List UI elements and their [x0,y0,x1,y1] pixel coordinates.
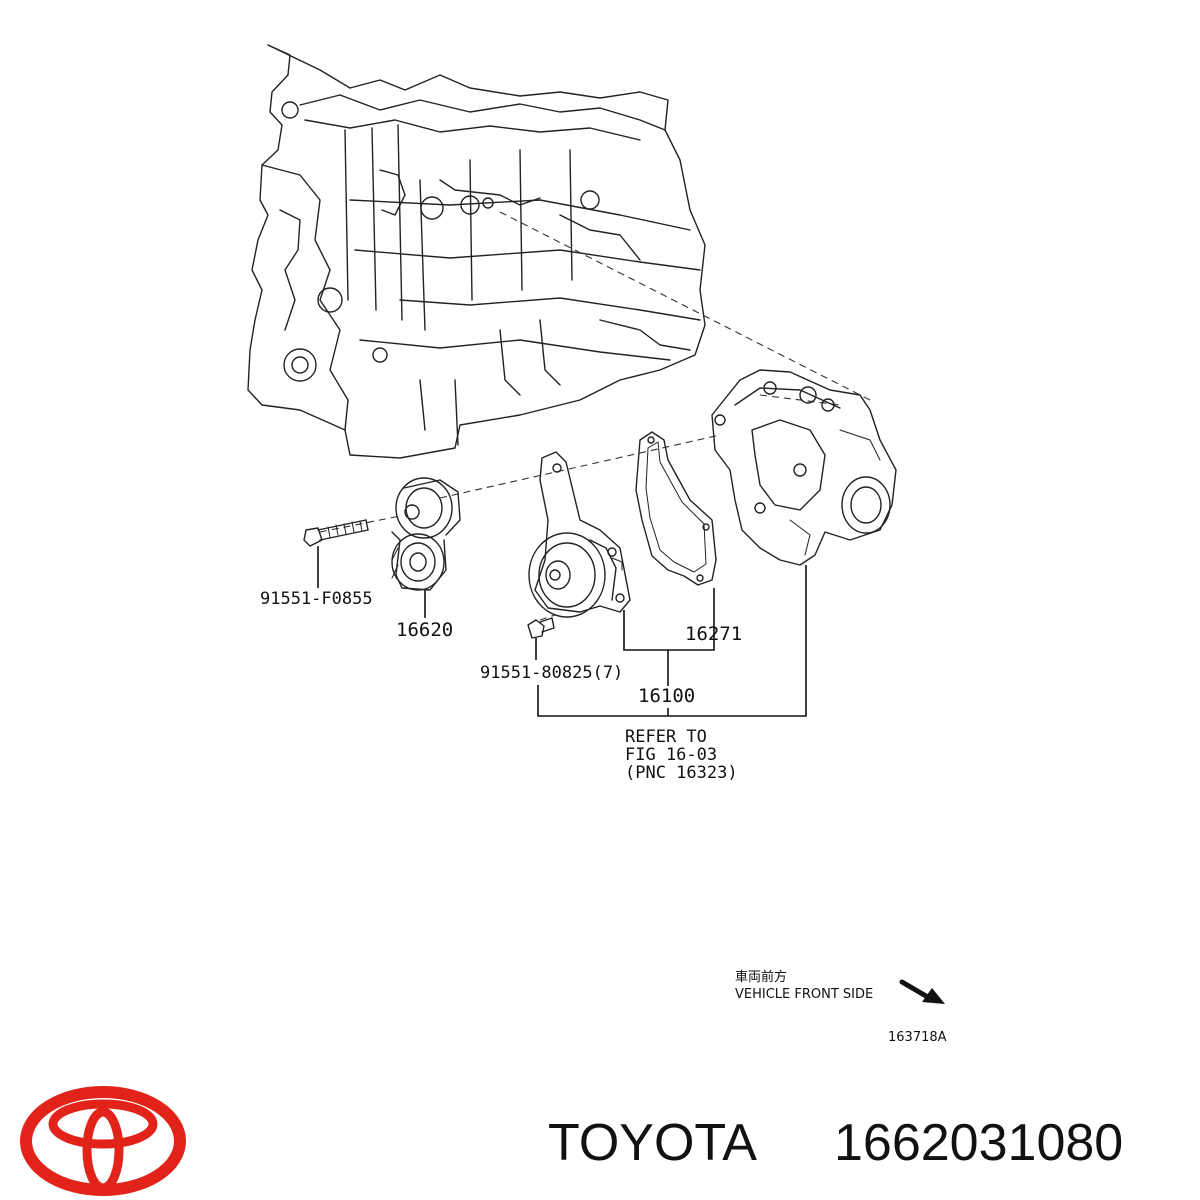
gasket-illustration [635,431,717,586]
engine-block-illustration [247,44,706,459]
refer-note-line2: FIG 16-03 [625,745,717,765]
label-gasket: 16271 [685,623,742,645]
tensioner-illustration [391,477,461,591]
refer-note-line1: REFER TO [625,727,707,747]
bolt-91551-f0855-illustration [303,519,369,547]
illustration-code: 163718A [888,1030,947,1045]
label-bolt-tensioner: 91551-F0855 [260,589,373,609]
orientation-english: VEHICLE FRONT SIDE [735,987,873,1002]
toyota-logo-icon [20,1086,186,1196]
water-pump-illustration [528,451,631,618]
footer-brand: TOYOTA [548,1114,757,1172]
bolt-91551-80825-illustration [527,617,555,639]
label-water-pump: 16100 [638,685,695,707]
timing-chain-cover-illustration [711,369,897,566]
label-tensioner: 16620 [396,619,453,641]
refer-note-line3: (PNC 16323) [625,763,738,783]
front-arrow-icon [899,979,945,1004]
orientation-japanese: 車両前方 [735,969,787,985]
footer-part-number: 1662031080 [834,1114,1123,1172]
label-bolt-pump: 91551-80825(7) [480,663,623,683]
leader-lines [317,546,807,717]
